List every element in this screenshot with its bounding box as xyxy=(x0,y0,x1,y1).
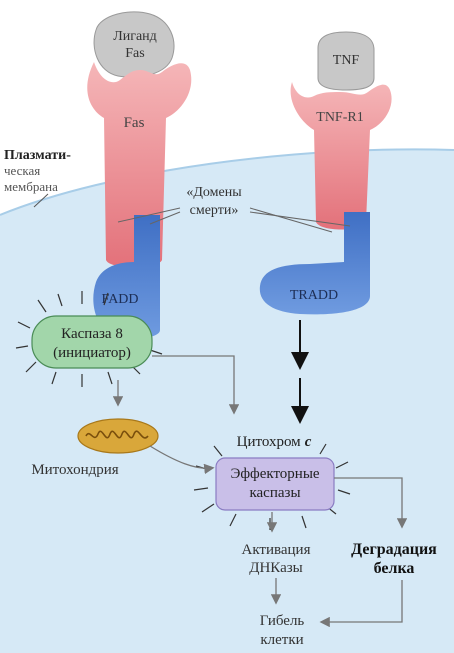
pathway-arrows xyxy=(112,320,408,628)
membrane-label-line3: мембрана xyxy=(4,179,58,194)
ligand-fas-label-line2: Fas xyxy=(125,46,144,61)
membrane-pointer-line xyxy=(33,193,49,208)
caspase8-label-line1: Каспаза 8 xyxy=(61,326,123,342)
cytochrome-c-text: c xyxy=(305,434,312,450)
arrow-mitochondria-effector xyxy=(149,445,215,475)
cell-death-label-line2: клетки xyxy=(260,632,303,648)
tradd-adaptor: TRADD xyxy=(259,212,370,315)
dnase-label-line2: ДНКазы xyxy=(249,560,303,576)
tnf-label: TNF xyxy=(333,53,360,68)
cell-cytoplasm xyxy=(0,149,454,653)
death-domains-label-line2: смерти» xyxy=(190,203,239,218)
fadd-label: FADD xyxy=(101,292,138,307)
cell-death-label-line1: Гибель xyxy=(260,613,305,629)
tnf-r1-label: TNF-R1 xyxy=(316,110,363,125)
dnase-label-line1: Активация xyxy=(241,542,310,558)
tnf-r1-receptor: TNF-R1 xyxy=(290,82,392,230)
degradation-label-line2: белка xyxy=(374,560,415,577)
ligand-fas-label-line1: Лиганд xyxy=(113,29,157,44)
membrane-label-line1: Плазмати- xyxy=(4,148,71,163)
mitochondria-label: Митохондрия xyxy=(31,462,118,478)
mitochondria-icon xyxy=(77,418,159,454)
arrow-caspase8-effector xyxy=(152,355,240,415)
fas-receptor-label: Fas xyxy=(124,115,145,131)
death-domain-pointers xyxy=(117,207,351,233)
fas-ligand: Лиганд Fas xyxy=(93,11,175,78)
caspase8-label-line2: (инициатор) xyxy=(53,345,131,361)
tradd-label: TRADD xyxy=(290,288,338,303)
tnf-ligand: TNF xyxy=(317,31,375,91)
membrane-label-line2: ческая xyxy=(4,163,40,178)
fadd-adaptor: FADD xyxy=(93,215,160,339)
plasma-membrane-line xyxy=(0,148,454,216)
cytochrome-text: Цитохром xyxy=(237,434,302,450)
fas-receptor: Fas xyxy=(87,62,192,268)
degradation-label-line1: Деградация xyxy=(351,541,437,558)
arrow-effector-degradation xyxy=(334,477,408,529)
arrow-degradation-death xyxy=(319,580,403,628)
caspase8-node: Каспаза 8 (инициатор) xyxy=(15,291,163,387)
death-domains-label-line1: «Домены xyxy=(186,185,242,200)
effector-label-line1: Эффекторные xyxy=(230,466,319,482)
effector-caspases-node: Эффекторные каспазы xyxy=(193,443,351,530)
effector-label-line2: каспазы xyxy=(249,485,300,501)
